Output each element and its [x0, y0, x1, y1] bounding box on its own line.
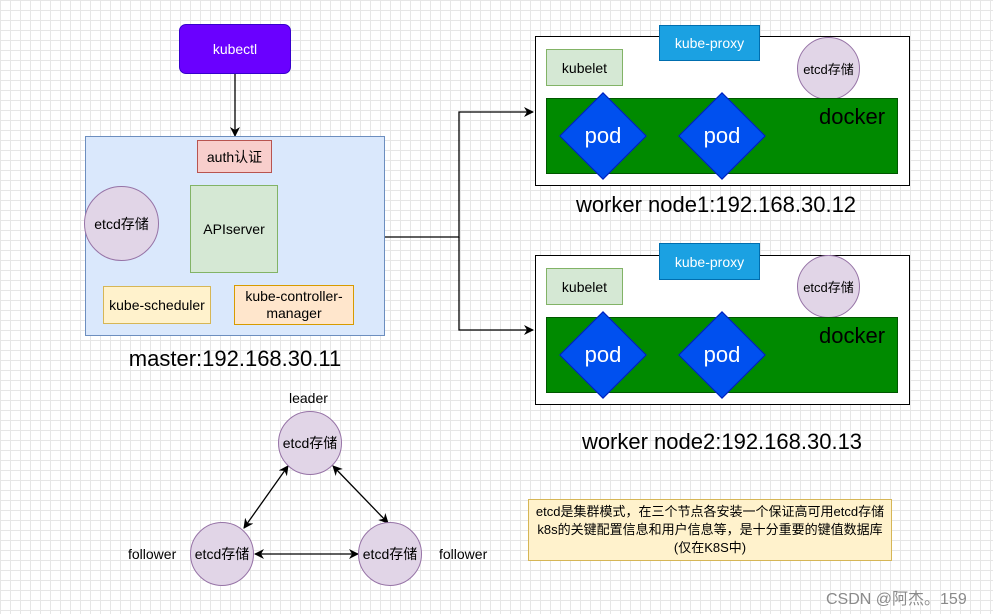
master-to-node2-arrow [458, 237, 534, 335]
auth-box: auth认证 [197, 140, 272, 173]
etcd-follower-left-label: etcd存储 [194, 546, 250, 562]
apiserver-box: APIserver [190, 185, 278, 273]
master-etcd-circle: etcd存储 [84, 186, 159, 261]
auth-label: auth认证 [206, 148, 263, 165]
etcd-follower-left-circle: etcd存储 [190, 522, 254, 586]
follower-left-label: follower [128, 546, 177, 562]
kube-controller-manager-box: kube-controller-manager [234, 285, 354, 325]
node1-pod-2-label: pod [703, 123, 741, 148]
leader-follower-right-arrow [332, 465, 389, 524]
node2-kube-proxy-box: kube-proxy [659, 243, 760, 280]
etcd-follower-right-label: etcd存储 [362, 546, 418, 562]
node2-kubelet-label: kubelet [561, 278, 608, 295]
master-etcd-label: etcd存储 [94, 215, 149, 232]
apiserver-label: APIserver [203, 221, 265, 237]
master-to-node1-arrow [385, 107, 534, 238]
etcd-follower-right-circle: etcd存储 [358, 522, 422, 586]
node1-kubelet-box: kubelet [546, 49, 623, 86]
kube-scheduler-box: kube-scheduler [103, 286, 211, 324]
node1-etcd-label: etcd存储 [803, 62, 854, 77]
node1-pod-1-label: pod [584, 123, 622, 148]
node2-kube-proxy-label: kube-proxy [674, 253, 745, 270]
watermark: CSDN @阿杰。159 [826, 591, 967, 608]
node2-pod-2-label: pod [703, 342, 741, 367]
node1-kubelet-label: kubelet [561, 59, 608, 76]
worker-node1-title: worker node1:192.168.30.12 [575, 192, 857, 217]
kubectl-box: kubectl [179, 24, 291, 74]
etcd-note-text: etcd是集群模式，在三个节点各安装一个保证高可用etcd存储k8s的关键配置信… [535, 504, 885, 555]
master-title: master:192.168.30.11 [128, 346, 342, 371]
worker-node2-title: worker node2:192.168.30.13 [581, 429, 863, 454]
node1-kube-proxy-label: kube-proxy [674, 35, 745, 51]
node2-kubelet-box: kubelet [546, 268, 623, 305]
node2-etcd-circle: etcd存储 [797, 255, 860, 318]
leader-follower-left-arrow [243, 465, 289, 529]
kubectl-label: kubectl [212, 41, 258, 57]
kube-controller-manager-label: kube-controller-manager [245, 288, 343, 321]
follower-right-label: follower [439, 546, 488, 562]
node2-docker-label: docker [819, 323, 886, 348]
etcd-note-box: etcd是集群模式，在三个节点各安装一个保证高可用etcd存储k8s的关键配置信… [528, 499, 892, 561]
kube-scheduler-label: kube-scheduler [109, 297, 205, 313]
node2-etcd-label: etcd存储 [803, 280, 854, 295]
node2-pod-1-label: pod [584, 342, 622, 367]
node1-etcd-circle: etcd存储 [797, 37, 860, 100]
etcd-leader-label: etcd存储 [282, 435, 338, 451]
node1-docker-label: docker [819, 104, 886, 129]
leader-label: leader [289, 390, 328, 406]
etcd-leader-circle: etcd存储 [278, 411, 342, 475]
node1-kube-proxy-box: kube-proxy [659, 25, 760, 61]
